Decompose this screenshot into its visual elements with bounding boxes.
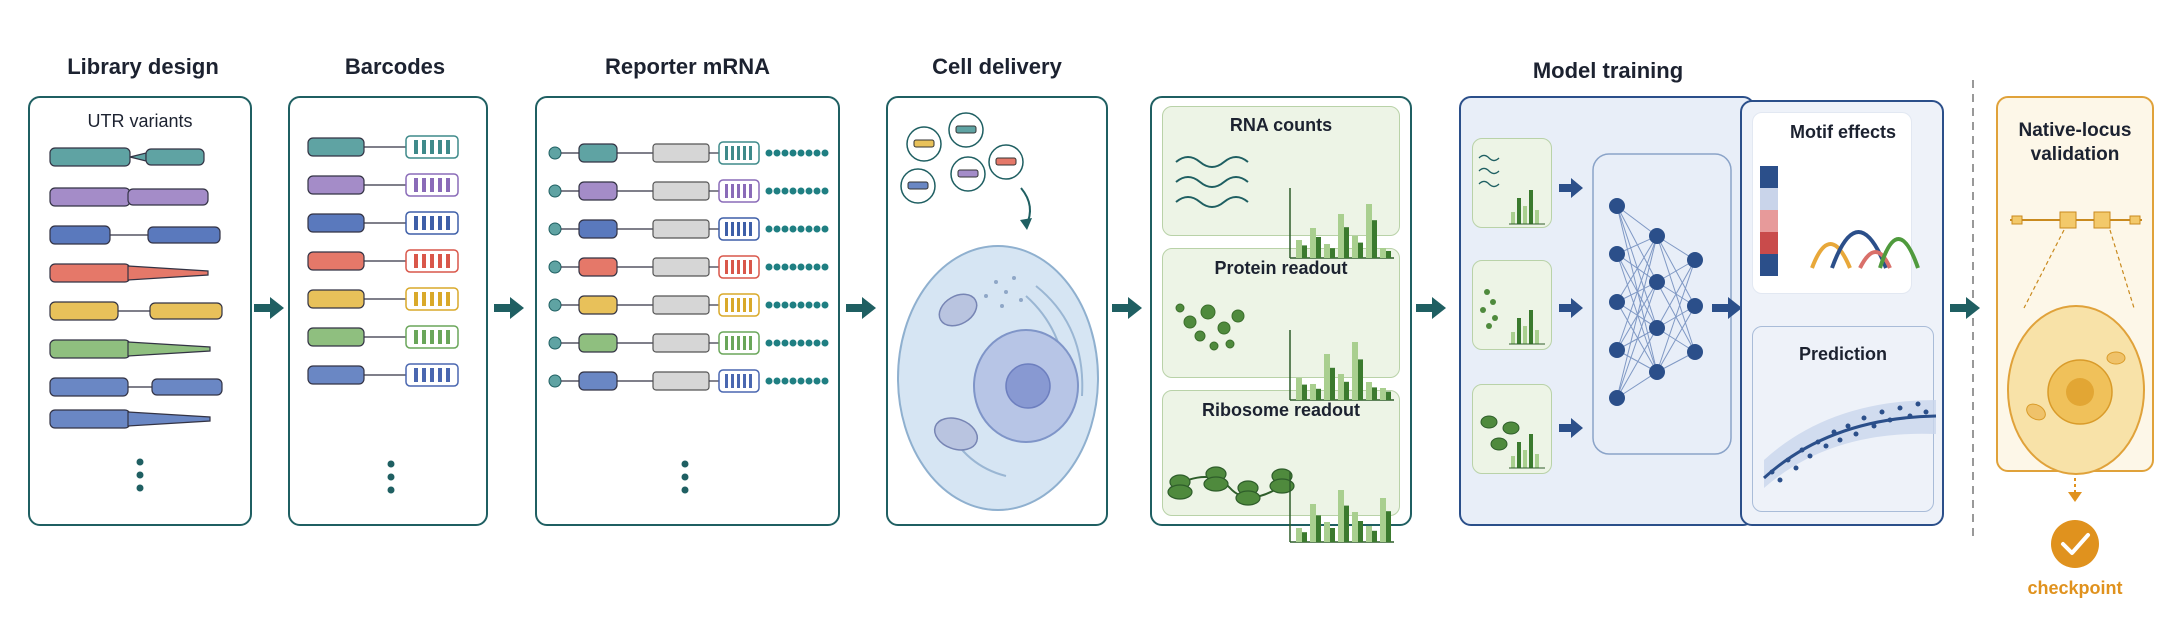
- training-mini-chart-1: [1509, 190, 1545, 225]
- ribosome-readout-label: Ribosome readout: [1201, 400, 1361, 420]
- readout-bar-chart-2: [1289, 330, 1394, 401]
- reporter-mrna-row-3: [548, 217, 829, 241]
- reporter-mrna-row-7: [548, 369, 829, 393]
- flow-arrow-4: [1112, 297, 1142, 319]
- nn-node-2-0: [1687, 252, 1703, 268]
- protein-readout-label: Protein readout: [1214, 258, 1348, 278]
- barcode-row-7: [307, 363, 459, 387]
- validation-title-line1: Native-locus: [2018, 120, 2132, 141]
- flow-arrow-2: [494, 297, 524, 319]
- motif-effect-curves: [1810, 230, 1920, 269]
- nn-node-1-2: [1649, 320, 1665, 336]
- flow-arrow-6: [1712, 297, 1742, 319]
- cell-delivery-drawing: [897, 112, 1099, 511]
- reporter-mrna-drawing: [548, 141, 829, 494]
- nn-node-1-3: [1649, 364, 1665, 380]
- rna-counts-box: [1162, 106, 1400, 236]
- native-locus-gene: [2010, 211, 2142, 229]
- training-mini-chart-2: [1509, 310, 1545, 345]
- barcode-row-4: [307, 249, 459, 273]
- barcode-row-1: [307, 135, 459, 159]
- utr-variants-label: UTR variants: [87, 111, 193, 131]
- nn-node-0-3: [1609, 342, 1625, 358]
- barcodes-drawing: [307, 135, 459, 494]
- utr-variant-6: [49, 339, 211, 359]
- target-cell: [897, 245, 1099, 511]
- flow-arrow-7: [1950, 297, 1980, 319]
- reporter-mrna-title: Reporter mRNA: [604, 54, 771, 79]
- outputs-drawing: [1760, 166, 1937, 488]
- prediction-scatter: [1769, 401, 1929, 483]
- barcodes-title: Barcodes: [344, 54, 446, 79]
- model-training-title: Model training: [1532, 58, 1684, 83]
- checkpoint-icon: [2051, 520, 2099, 568]
- more-variants-dots: [136, 458, 144, 492]
- nn-node-2-1: [1687, 298, 1703, 314]
- mitochondrion-1: [938, 293, 978, 327]
- library-design-title: Library design: [67, 54, 219, 79]
- barcode-row-3: [307, 211, 459, 235]
- nn-node-0-1: [1609, 246, 1625, 262]
- barcode-row-6: [307, 325, 459, 349]
- utr-variant-2: [49, 187, 209, 207]
- reporter-mrna-row-4: [548, 255, 829, 279]
- utr-variant-4: [49, 263, 209, 283]
- rna-waves-icon: [1175, 156, 1249, 208]
- rna-counts-label: RNA counts: [1229, 115, 1333, 135]
- mitochondrion-2: [933, 417, 979, 451]
- readout-bar-chart-1: [1289, 188, 1394, 259]
- reporter-mrna-row-2: [548, 179, 829, 203]
- checkpoint-label: checkpoint: [2027, 578, 2123, 598]
- readouts-drawing: [1167, 156, 1394, 543]
- validation-drawing: [2007, 211, 2145, 568]
- barcodes-panel: [288, 96, 488, 526]
- more-reporters-dots: [681, 460, 689, 494]
- flow-arrow-5: [1416, 297, 1446, 319]
- utr-variant-7: [49, 377, 223, 397]
- more-barcodes-dots: [387, 460, 395, 494]
- protein-dots-icon: [1175, 303, 1245, 351]
- training-mini-chart-3: [1509, 434, 1545, 469]
- validation-title-line2: validation: [2030, 144, 2120, 165]
- validation-cell: [2007, 305, 2145, 475]
- ribosome-readout-box: [1162, 390, 1400, 516]
- barcode-row-2: [307, 173, 459, 197]
- nn-node-0-0: [1609, 198, 1625, 214]
- barcode-row-5: [307, 287, 459, 311]
- utr-variant-3: [49, 225, 221, 245]
- nn-node-2-2: [1687, 344, 1703, 360]
- ribosomes-icon: [1167, 466, 1295, 506]
- nn-node-1-0: [1649, 228, 1665, 244]
- nucleolus: [1005, 363, 1051, 409]
- reporter-mrna-row-1: [548, 141, 829, 165]
- readout-bar-chart-3: [1289, 472, 1394, 543]
- nn-node-1-1: [1649, 274, 1665, 290]
- utr-variant-1: [49, 147, 205, 167]
- reporter-mrna-row-6: [548, 331, 829, 355]
- nn-node-0-4: [1609, 390, 1625, 406]
- motif-heatmap-strip: [1760, 166, 1778, 276]
- model-input-arrows: [1559, 178, 1583, 438]
- utr-variant-5: [49, 301, 223, 321]
- utr-variants-drawing: [49, 147, 223, 492]
- nn-node-0-2: [1609, 294, 1625, 310]
- motif-effects-label: Motif effects: [1789, 122, 1896, 142]
- reporter-mrna-row-5: [548, 293, 829, 317]
- flow-arrow-1: [254, 297, 284, 319]
- cell-delivery-title: Cell delivery: [932, 54, 1062, 79]
- utr-variant-8: [49, 409, 211, 429]
- flow-arrow-3: [846, 297, 876, 319]
- prediction-label: Prediction: [1798, 344, 1887, 364]
